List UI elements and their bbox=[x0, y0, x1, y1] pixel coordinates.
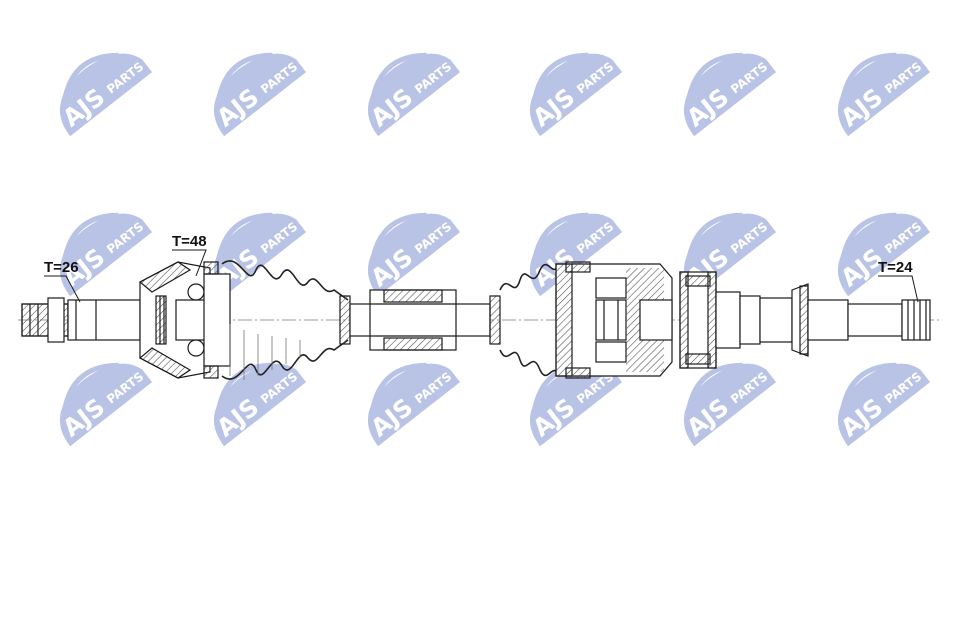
label-outer-joint: T=48 bbox=[172, 233, 207, 250]
inner-boot bbox=[489, 263, 561, 377]
dimension-leaders bbox=[44, 249, 919, 303]
outer-cv-joint bbox=[138, 261, 231, 379]
label-inner-spline: T=24 bbox=[878, 259, 913, 276]
outer-thread-stub bbox=[21, 297, 141, 343]
shaft-with-damper bbox=[349, 289, 491, 351]
intermediate-bearing bbox=[679, 271, 717, 369]
outer-boot bbox=[221, 260, 351, 380]
inner-stub-shaft bbox=[715, 283, 931, 357]
inner-tripod-joint bbox=[555, 261, 673, 379]
label-outer-thread: T=26 bbox=[44, 259, 79, 276]
